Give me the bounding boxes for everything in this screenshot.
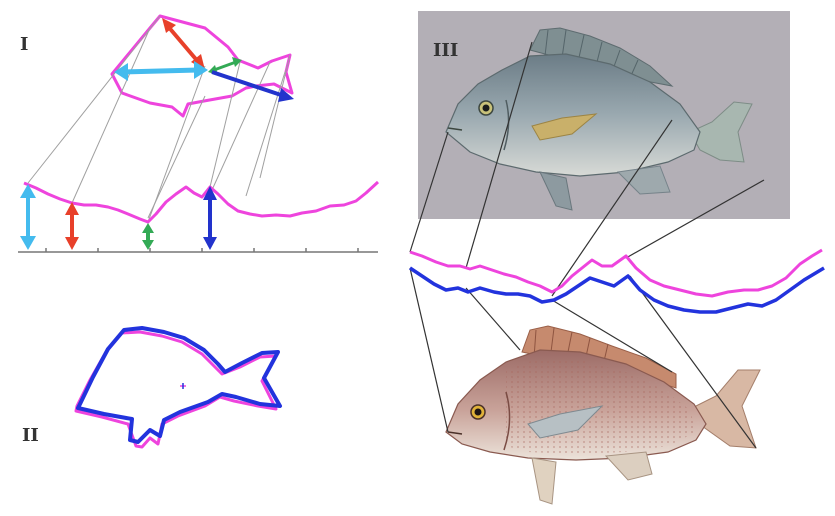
panel-3-label: III bbox=[433, 40, 458, 61]
panel-3-magenta-profile bbox=[409, 248, 823, 298]
panel-2-centroid-mark bbox=[180, 383, 186, 389]
fish-illustration-top bbox=[445, 27, 753, 211]
panel-1-cyan-arrow bbox=[114, 61, 208, 81]
bottom-fish-mouth bbox=[447, 431, 463, 435]
panel-2-label: II bbox=[22, 425, 39, 446]
bottom-fish-gill-line bbox=[503, 391, 511, 451]
top-fish-anal-fin bbox=[616, 165, 671, 195]
fish-illustration-bottom bbox=[445, 325, 761, 505]
panel-1-baseline-axis bbox=[18, 248, 378, 253]
panel-1: I bbox=[18, 14, 380, 253]
top-fish-pelvic-fin bbox=[539, 171, 573, 211]
panel-2: II bbox=[22, 326, 282, 449]
top-fish-tail bbox=[689, 101, 753, 163]
bottom-fish-pelvic-fin bbox=[531, 457, 557, 505]
panel-2-blue-outline bbox=[76, 326, 282, 444]
panel-1-label: I bbox=[20, 34, 28, 55]
panel-3: III bbox=[409, 11, 825, 505]
panel-1-blue-arrow bbox=[211, 70, 294, 102]
panel-1-green-height-arrow bbox=[142, 223, 154, 250]
panel-1-blue-height-arrow bbox=[203, 186, 217, 250]
panel-1-cyan-height-arrow bbox=[20, 184, 36, 250]
top-fish-pectoral-fin bbox=[531, 113, 598, 141]
panel-2-magenta-outline bbox=[74, 330, 278, 449]
top-fish-mouth bbox=[447, 127, 463, 131]
bottom-fish-pectoral-fin bbox=[527, 405, 604, 439]
panel-3-correspondence-lines bbox=[409, 41, 765, 449]
bottom-fish-anal-fin bbox=[604, 451, 653, 481]
panel-3-blue-profile bbox=[409, 266, 825, 314]
panel-1-profile-curve bbox=[23, 180, 380, 224]
top-fish-body bbox=[445, 53, 701, 177]
bottom-fish-tail bbox=[691, 369, 761, 449]
panel-1-red-height-arrow bbox=[65, 202, 79, 250]
panel-1-projection-lines bbox=[27, 15, 291, 223]
panel-1-fish-outline bbox=[110, 14, 294, 118]
